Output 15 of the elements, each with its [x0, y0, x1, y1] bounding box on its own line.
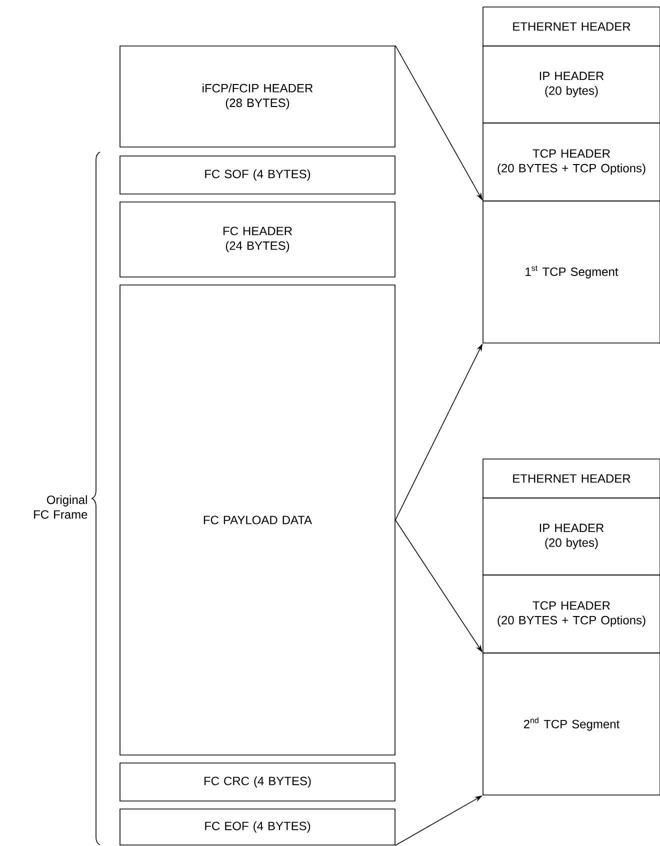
frame-field-box: ETHERNET HEADER	[482, 6, 660, 46]
frame-field-box: FC EOF (4 BYTES)	[120, 808, 396, 846]
frame-field-box: FC CRC (4 BYTES)	[120, 762, 396, 802]
frame-field-box: TCP HEADER (20 BYTES + TCP Options)	[482, 122, 660, 202]
frame-field-box: FC HEADER (24 BYTES)	[120, 202, 396, 278]
frame-field-box: IP HEADER (20 bytes)	[482, 498, 660, 576]
frame-field-box: FC PAYLOAD DATA	[120, 284, 396, 756]
brace-label: Original FC Frame	[34, 495, 88, 519]
frame-field-box: TCP HEADER (20 BYTES + TCP Options)	[482, 574, 660, 654]
frame-field-box: 1$^{st}$ TCP Segment	[482, 200, 660, 344]
frame-field-box: ETHERNET HEADER	[482, 458, 660, 498]
frame-field-box: 2$^{nd}$ TCP Segment	[482, 652, 660, 796]
frame-field-box: IP HEADER (20 bytes)	[482, 46, 660, 124]
frame-field-box: iFCP/FCIP HEADER (28 BYTES)	[120, 46, 396, 148]
frame-field-box: FC SOF (4 BYTES)	[120, 156, 396, 194]
